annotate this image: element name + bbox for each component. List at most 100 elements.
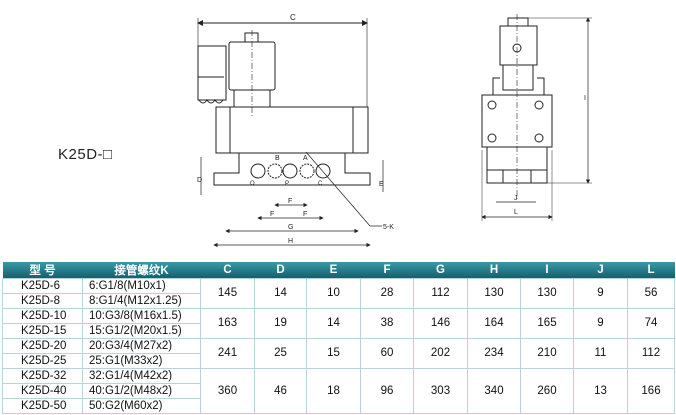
- dim-e-cell: 15: [306, 338, 361, 369]
- thread-cell: 20:G3/4(M27x2): [82, 338, 201, 354]
- dim-h-cell: 130: [467, 278, 521, 309]
- thread-cell: 15:G1/2(M20x1.5): [82, 323, 201, 339]
- dim-h-cell: 340: [467, 368, 521, 414]
- model-cell: K25D-25: [2, 353, 83, 369]
- dim-c-cell: 360: [200, 368, 255, 414]
- dim-e-cell: 14: [306, 308, 361, 339]
- model-cell: K25D-50: [2, 398, 83, 414]
- model-cell: K25D-6: [2, 278, 83, 294]
- model-label: K25D-□: [58, 146, 113, 163]
- port-p-label: P: [285, 181, 289, 187]
- dim-l-cell: 112: [627, 338, 675, 369]
- dim-e-cell: 10: [306, 278, 361, 309]
- dim-f-cell: 38: [360, 308, 414, 339]
- dim-d-cell: 46: [254, 368, 307, 414]
- col-model: 型 号: [2, 262, 83, 279]
- port-o-label: O: [250, 181, 255, 187]
- port-c-label: C: [318, 181, 323, 187]
- dim-f-cell: 28: [360, 278, 414, 309]
- table-header: 型 号 接管螺纹K C D E F G H I J L: [2, 262, 675, 279]
- valve-base: [213, 153, 371, 186]
- dim-f-cell: 96: [360, 368, 414, 414]
- dim-d-cell: 19: [254, 308, 307, 339]
- dim-l-cell: 56: [627, 278, 675, 309]
- col-i: I: [520, 262, 574, 279]
- thread-cell: 50:G2(M60x2): [82, 398, 201, 414]
- model-cell: K25D-10: [2, 308, 83, 324]
- dim-k-label: 5-K: [383, 224, 394, 231]
- dim-g-cell: 146: [413, 308, 468, 339]
- dim-c-cell: 145: [200, 278, 255, 309]
- port-holes: [250, 163, 331, 179]
- thread-cell: 6:G1/8(M10x1): [82, 278, 201, 294]
- col-l: L: [627, 262, 675, 279]
- col-f: F: [360, 262, 414, 279]
- port-a-label: A: [303, 155, 308, 162]
- col-thread: 接管螺纹K: [82, 262, 201, 279]
- thread-cell: 10:G3/8(M16x1.5): [82, 308, 201, 324]
- dim-h-label: H: [288, 238, 293, 245]
- dim-g-cell: 202: [413, 338, 468, 369]
- dim-g-label: G: [288, 224, 293, 231]
- col-j: J: [573, 262, 628, 279]
- dim-h-cell: 234: [467, 338, 521, 369]
- thread-cell: 25:G1(M33x2): [82, 353, 201, 369]
- dim-c-cell: 163: [200, 308, 255, 339]
- model-cell: K25D-8: [2, 293, 83, 309]
- dim-f-label: F: [288, 198, 292, 205]
- thread-cell: 32:G1/4(M42x2): [82, 368, 201, 384]
- dim-g-cell: 112: [413, 278, 468, 309]
- dim-j-cell: 9: [573, 308, 628, 339]
- thread-cell: 40:G1/2(M48x2): [82, 383, 201, 399]
- model-cell: K25D-20: [2, 338, 83, 354]
- dim-i-label: I: [584, 95, 586, 102]
- model-cell: K25D-40: [2, 383, 83, 399]
- dim-i-cell: 130: [520, 278, 574, 309]
- dim-d-cell: 14: [254, 278, 307, 309]
- port-b-label: B: [275, 155, 280, 162]
- front-view: C B A O P C D E F F: [197, 13, 394, 248]
- dim-f-label-2: F: [270, 211, 274, 218]
- dim-i-cell: 210: [520, 338, 574, 369]
- col-h: H: [467, 262, 521, 279]
- side-view: I J L: [481, 14, 592, 221]
- dim-g-cell: 303: [413, 368, 468, 414]
- dim-d-label: D: [197, 177, 202, 184]
- dim-l-cell: 166: [627, 368, 675, 414]
- technical-drawing: C B A O P C D E F F: [197, 13, 592, 248]
- dim-i-cell: 165: [520, 308, 574, 339]
- dim-f-cell: 60: [360, 338, 414, 369]
- dim-f-label-3: F: [303, 211, 307, 218]
- thread-cell: 8:G1/4(M12x1.25): [82, 293, 201, 309]
- dim-c-label: C: [290, 13, 296, 22]
- dim-d-cell: 25: [254, 338, 307, 369]
- col-g: G: [413, 262, 468, 279]
- connector-box: [197, 45, 227, 101]
- dim-h-cell: 164: [467, 308, 521, 339]
- dim-j-label: J: [514, 195, 518, 202]
- valve-body: [215, 106, 369, 154]
- dim-j-cell: 13: [573, 368, 628, 414]
- dim-j-cell: 9: [573, 278, 628, 309]
- dim-c-cell: 241: [200, 338, 255, 369]
- dim-e-cell: 18: [306, 368, 361, 414]
- dim-j-cell: 11: [573, 338, 628, 369]
- model-cell: K25D-15: [2, 323, 83, 339]
- dim-i-cell: 260: [520, 368, 574, 414]
- col-e: E: [306, 262, 361, 279]
- dim-l-cell: 74: [627, 308, 675, 339]
- dim-l-label: L: [514, 209, 518, 216]
- dim-e-label: E: [379, 181, 384, 188]
- model-cell: K25D-32: [2, 368, 83, 384]
- col-c: C: [200, 262, 255, 279]
